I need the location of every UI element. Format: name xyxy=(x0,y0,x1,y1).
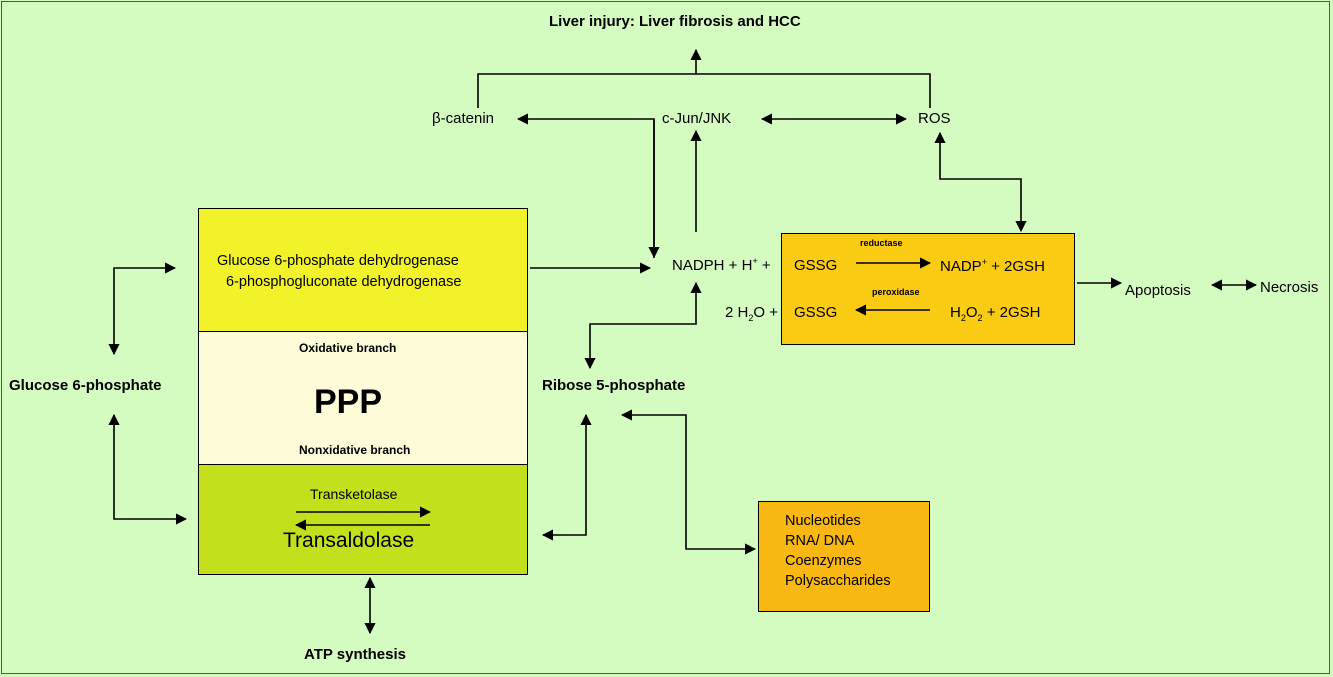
product-rna-dna: RNA/ DNA xyxy=(785,533,855,549)
ppp-nonoxidative-box: Transketolase Transaldolase xyxy=(198,464,528,575)
glucose-6-phosphate-node: Glucose 6-phosphate xyxy=(9,377,162,394)
beta-catenin-node: β-catenin xyxy=(432,110,494,127)
atp-synthesis-node: ATP synthesis xyxy=(304,646,406,663)
arrow-glucose-to-g6pd xyxy=(108,262,177,356)
ppp-center-box: Oxidative branch PPP Nonxidative branch xyxy=(198,331,528,467)
peroxidase-label: peroxidase xyxy=(872,287,920,297)
arrow-ribose-products xyxy=(620,409,757,555)
g6pd-label: Glucose 6-phosphate dehydrogenase xyxy=(217,253,459,269)
transaldolase-label: Transaldolase xyxy=(283,529,415,552)
water-label: 2 H2O + xyxy=(725,304,778,323)
products-box: Nucleotides RNA/ DNA Coenzymes Polysacch… xyxy=(758,501,930,612)
product-polysaccharides: Polysaccharides xyxy=(785,573,891,589)
necrosis-node: Necrosis xyxy=(1260,279,1319,296)
gssg-label-top: GSSG xyxy=(794,257,838,274)
reductase-label: reductase xyxy=(860,238,903,248)
h2o2-label: H2O2 + 2GSH xyxy=(950,304,1041,323)
cjun-jnk-node: c-Jun/JNK xyxy=(662,110,732,127)
transketolase-label: Transketolase xyxy=(310,486,398,502)
arrow-to-beta-catenin xyxy=(516,113,655,258)
product-nucleotides: Nucleotides xyxy=(785,513,861,529)
arrow-glucose-to-nonoxidative xyxy=(108,413,188,525)
nonoxidative-branch-label: Nonxidative branch xyxy=(299,443,411,457)
glutathione-cycle-box: GSSG GSSG reductase peroxidase NADP+ + 2… xyxy=(781,233,1075,345)
nadp-label: NADP+ + 2GSH xyxy=(940,257,1045,275)
arrow-ros-glutathione xyxy=(934,131,1027,233)
6pgd-label: 6-phosphogluconate dehydrogenase xyxy=(226,274,462,290)
apoptosis-node: Apoptosis xyxy=(1125,282,1191,299)
bracket-to-liver-injury xyxy=(477,73,931,108)
oxidative-branch-label: Oxidative branch xyxy=(299,341,397,355)
nadph-label: NADPH + H+ + xyxy=(672,256,771,274)
gssg-label-bottom: GSSG xyxy=(794,304,838,321)
ppp-enzymes-box: Glucose 6-phosphate dehydrogenase 6-phos… xyxy=(198,208,528,333)
product-coenzymes: Coenzymes xyxy=(785,553,862,569)
ppp-label: PPP xyxy=(314,383,383,421)
ros-node: ROS xyxy=(918,110,951,127)
arrow-ribose-nadph xyxy=(584,281,702,370)
diagram-title: Liver injury: Liver fibrosis and HCC xyxy=(549,13,801,30)
ribose-5-phosphate-node: Ribose 5-phosphate xyxy=(542,377,686,394)
arrow-nonoxidative-to-ribose xyxy=(541,413,592,541)
